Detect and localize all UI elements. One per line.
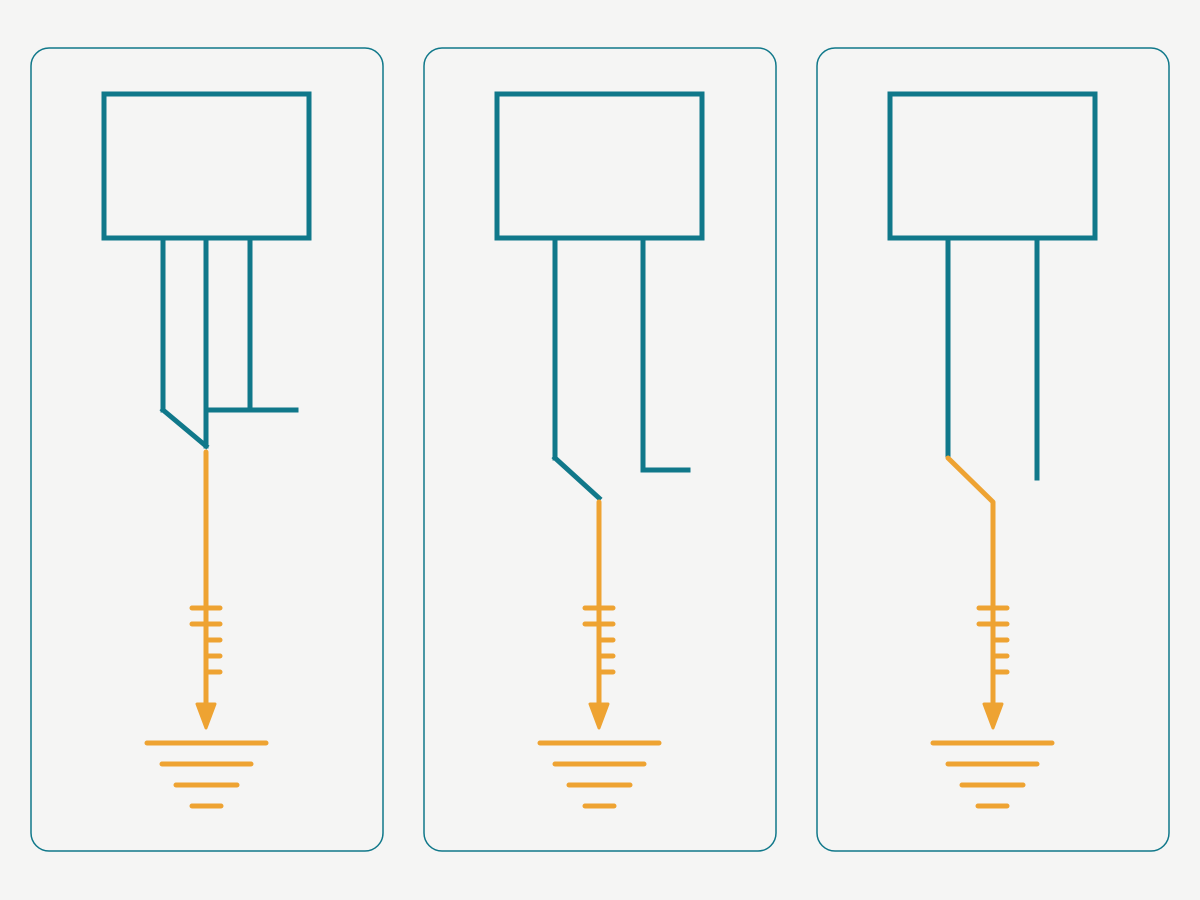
ground-icon xyxy=(930,740,1055,809)
panel-2 xyxy=(423,47,777,852)
resistor-ticks xyxy=(976,605,1010,675)
switch-arm-to-ground xyxy=(945,455,996,708)
switch-arm xyxy=(551,454,603,502)
panel-frame xyxy=(30,47,384,852)
panel-1 xyxy=(30,47,384,852)
ground-path xyxy=(144,449,269,809)
panel-frame xyxy=(816,47,1170,852)
circuit-component xyxy=(101,91,312,450)
ground-icon xyxy=(537,740,662,809)
resistor-ticks xyxy=(189,605,223,675)
down-arrow-icon xyxy=(588,702,610,730)
panel-frame xyxy=(423,47,777,852)
down-arrow-icon xyxy=(195,702,217,730)
ground-path xyxy=(537,499,662,809)
component-box xyxy=(494,91,705,241)
panel-3 xyxy=(816,47,1170,852)
switch-arm xyxy=(159,406,210,450)
component-box xyxy=(101,91,312,241)
ground-icon xyxy=(144,740,269,809)
ground-path xyxy=(930,455,1055,809)
down-arrow-icon xyxy=(982,702,1004,730)
circuit-component xyxy=(887,91,1098,481)
circuit-component xyxy=(494,91,705,502)
resistor-ticks xyxy=(582,605,616,675)
component-box xyxy=(887,91,1098,241)
